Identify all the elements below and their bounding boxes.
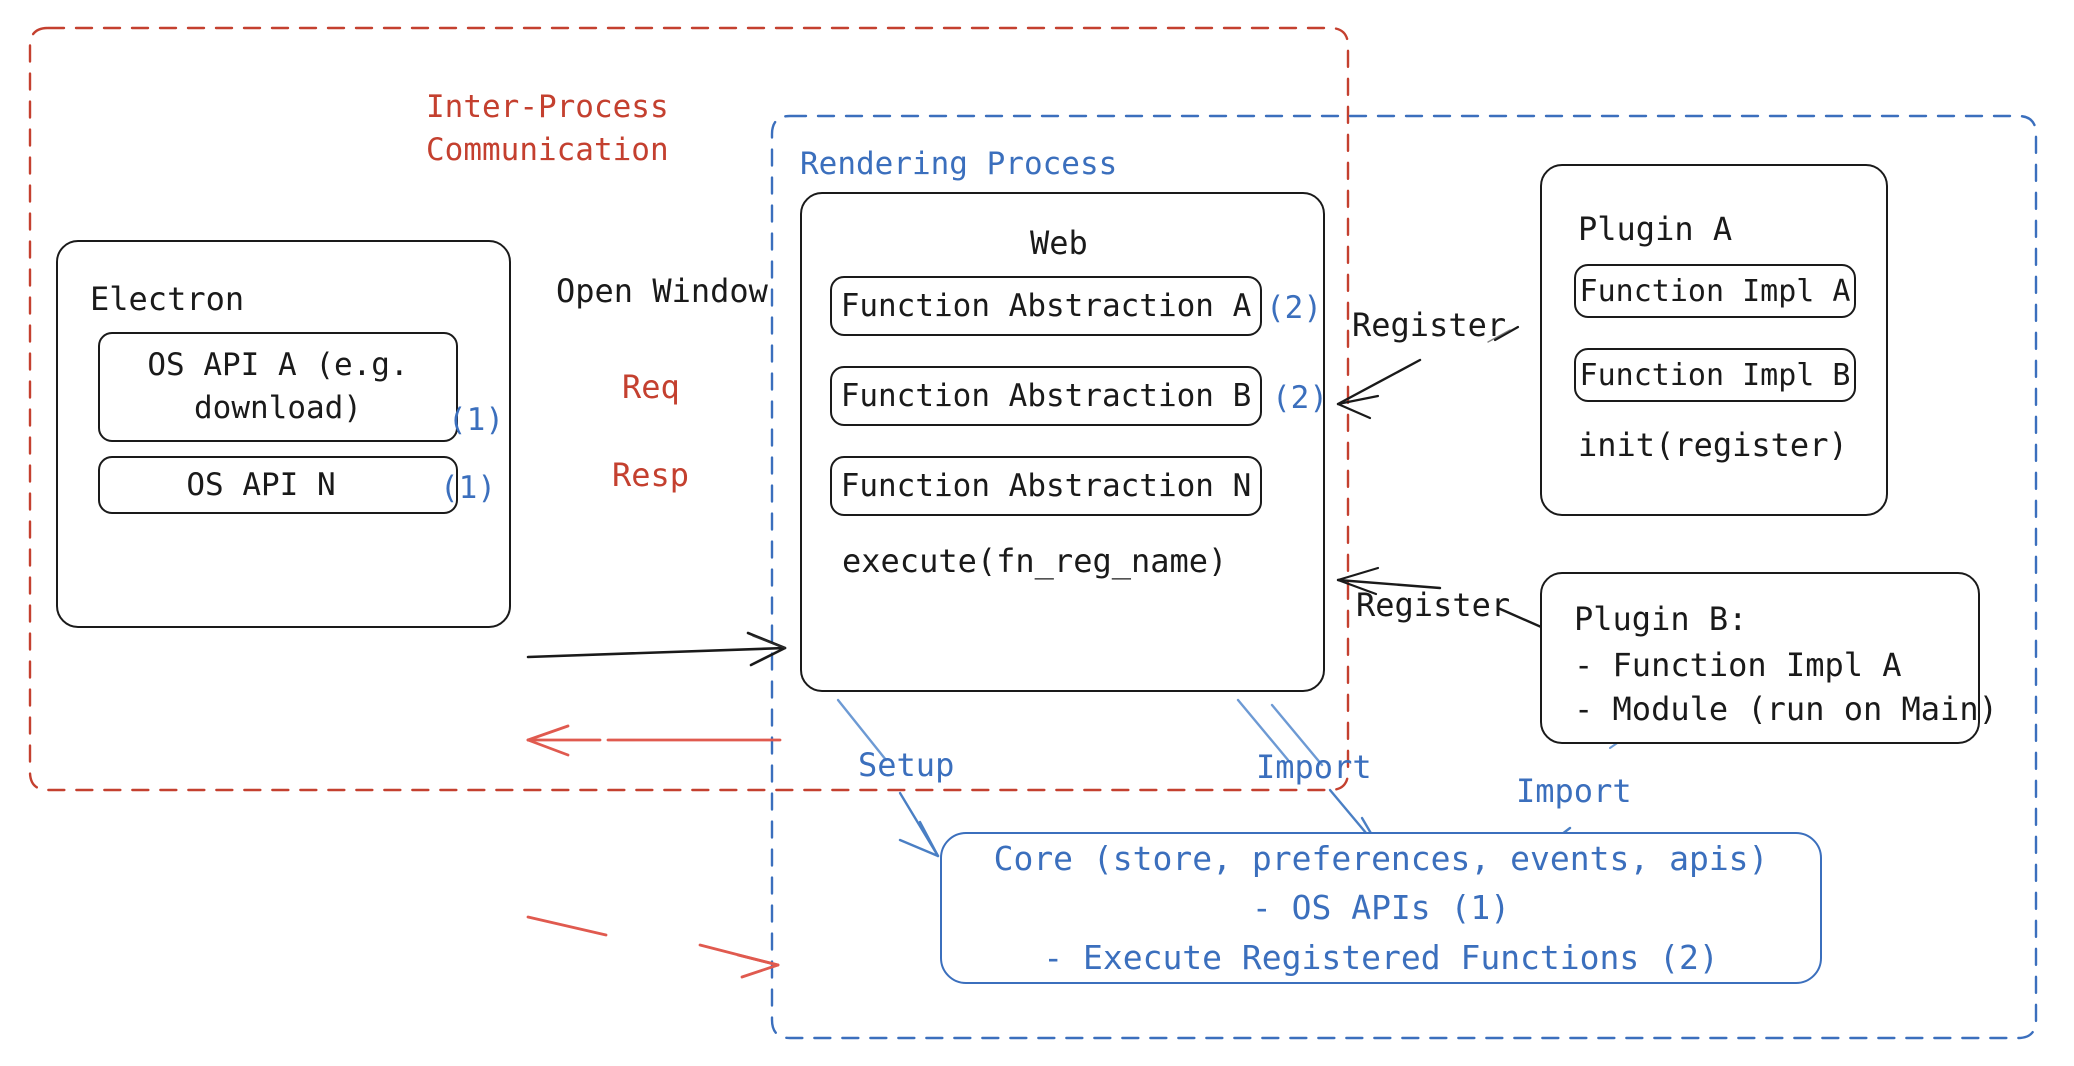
import-plugin-b-edge-label: Import: [1516, 772, 1632, 810]
plugin-a-impl-b-box[interactable]: Function Impl B: [1574, 348, 1856, 402]
plugin-b-item-1: - Module (run on Main): [1574, 690, 1998, 728]
web-node[interactable]: Web Function Abstraction A (2) Function …: [800, 192, 1328, 692]
plugin-a-impl-a-box[interactable]: Function Impl A: [1574, 264, 1856, 318]
function-abstraction-a-label: Function Abstraction A: [840, 288, 1252, 324]
core-line-2: - Execute Registered Functions (2): [1043, 937, 1719, 977]
function-abstraction-a-marker: (2): [1266, 290, 1322, 326]
plugin-a-init-label: init(register): [1578, 426, 1848, 464]
ipc-boundary-label: Inter-Process Communication: [426, 89, 669, 168]
os-api-a-box[interactable]: OS API A (e.g. download): [98, 332, 458, 442]
resp-arrow: [526, 915, 780, 979]
plugin-b-title: Plugin B:: [1574, 600, 1748, 638]
plugin-b-item-0: - Function Impl A: [1574, 646, 1902, 684]
plugin-a-impl-a-label: Function Impl A: [1579, 273, 1851, 309]
open-window-edge-label: Open Window: [556, 272, 768, 310]
electron-title: Electron: [90, 280, 245, 318]
register-plugin-a-edge-label: Register: [1352, 306, 1507, 344]
register-plugin-b-edge-label: Register: [1356, 586, 1511, 624]
plugin-a-node[interactable]: Plugin A Function Impl A Function Impl B…: [1540, 164, 1888, 516]
rendering-process-boundary-label: Rendering Process: [800, 146, 1118, 182]
function-abstraction-n-box[interactable]: Function Abstraction N: [830, 456, 1262, 516]
core-line-0: Core (store, preferences, events, apis): [993, 838, 1769, 878]
function-abstraction-n-label: Function Abstraction N: [840, 468, 1252, 504]
import-web-edge-label: Import: [1256, 748, 1372, 786]
function-abstraction-b-box[interactable]: Function Abstraction B: [830, 366, 1262, 426]
os-api-n-box[interactable]: OS API N: [98, 456, 458, 514]
open-window-arrow: [526, 631, 787, 667]
resp-edge-label: Resp: [612, 456, 690, 494]
web-execute-label: execute(fn_reg_name): [842, 542, 1228, 580]
os-api-a-label: OS API A (e.g. download): [147, 347, 409, 426]
plugin-a-impl-b-label: Function Impl B: [1579, 357, 1851, 393]
os-api-n-marker: (1): [440, 470, 496, 506]
plugin-b-node[interactable]: Plugin B: - Function Impl A - Module (ru…: [1540, 572, 1998, 744]
function-abstraction-a-box[interactable]: Function Abstraction A: [830, 276, 1262, 336]
req-edge-label: Req: [622, 368, 680, 406]
req-arrow: [526, 724, 782, 757]
setup-edge-label: Setup: [858, 746, 955, 784]
function-abstraction-b-label: Function Abstraction B: [840, 378, 1252, 414]
core-line-1: - OS APIs (1): [1251, 888, 1511, 928]
os-api-a-marker: (1): [448, 402, 504, 438]
web-title: Web: [1030, 224, 1088, 262]
plugin-a-title: Plugin A: [1578, 210, 1733, 248]
os-api-n-label: OS API N: [186, 467, 336, 503]
function-abstraction-b-marker: (2): [1272, 380, 1328, 416]
core-node[interactable]: Core (store, preferences, events, apis) …: [940, 832, 1822, 984]
electron-node[interactable]: Electron OS API A (e.g. download) (1) OS…: [56, 240, 511, 628]
